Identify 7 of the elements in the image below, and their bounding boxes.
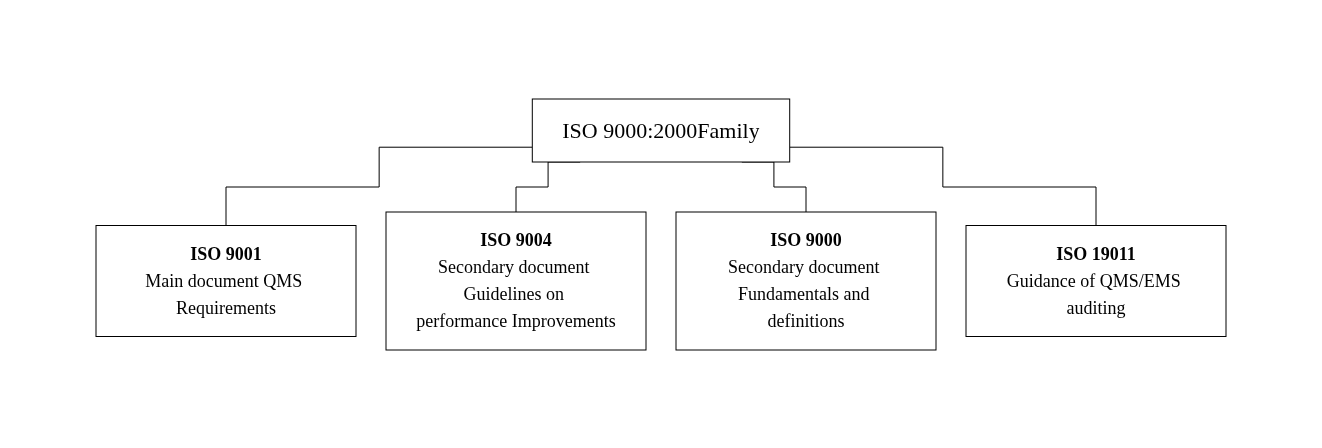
node-box: ISO 9000:2000Family bbox=[531, 98, 791, 162]
node-box: ISO 9004 Secondary document Guidelines on performance Improvements bbox=[385, 211, 647, 350]
connector bbox=[225, 146, 533, 226]
node-box: ISO 19011 Guidance of QMS/EMS auditing bbox=[965, 224, 1227, 337]
node-box: ISO 9000 Secondary document Fundamentals and definitions bbox=[675, 211, 937, 350]
connector bbox=[789, 146, 1097, 226]
node-box: ISO 9001 Main document QMS Requirements bbox=[95, 224, 357, 337]
